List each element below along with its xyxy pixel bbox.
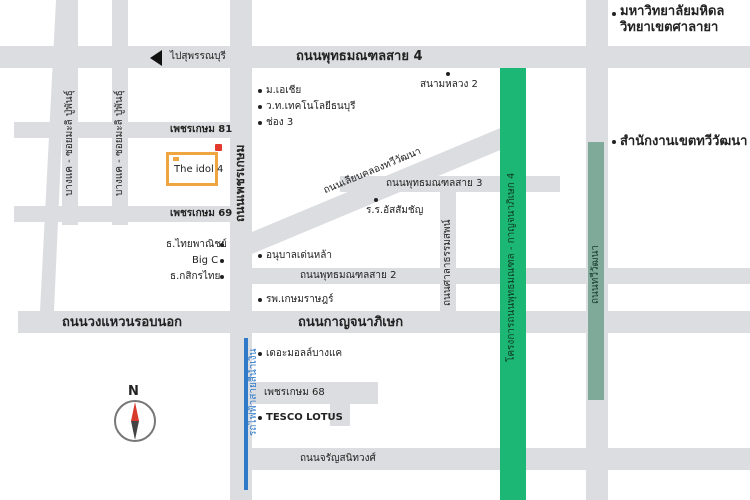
road-phetkasem-68 [252,382,378,404]
label-green-road: โครงการถนนพุทธมณฑล - กาญจนาภิเษก 4 [506,172,517,362]
dot-bigc [220,259,224,263]
project-label: The idol 4 [174,164,224,175]
project-pin-icon [215,144,222,151]
label-tesco: TESCO LOTUS [266,412,343,423]
compass-label: N [128,384,139,399]
label-bigc: Big C [192,255,219,266]
label-phetkasem-68: เพชรเกษม 68 [264,387,325,398]
dot-sanam-luang [446,72,450,76]
label-ch3: ช่อง 3 [266,117,294,128]
bullet-mahidol [612,12,616,16]
label-kindergarten: อนุบาลเด่นหล้า [266,250,333,261]
label-left-v2: บางแค - ซอยมะลิ ปู่พันธุ์ [114,90,125,196]
label-mahidol-1: มหาวิทยาลัยมหิดล [620,4,725,19]
label-phutthamonthon-3: ถนนพุทธมณฑลสาย 3 [386,178,483,189]
dot-hospital [258,298,262,302]
label-m-asia: ม.เอเชีย [266,85,302,96]
line-blue-rail [244,338,248,490]
road-left-v2 [112,0,128,225]
bullet-district-office [612,140,616,144]
road-sai-soi-v [440,176,456,326]
label-kasikorn2: ธ.กสิกรไทย [170,271,221,282]
dot-tech [258,105,262,109]
arrow-left-icon [150,50,162,66]
label-phetkasem-vertical: ถนนเพชรเกษม [233,144,247,222]
road-outer-ring-diagonal [40,0,68,311]
road-tesco-stub [330,402,350,426]
dot-rr-school [374,198,378,202]
label-kanchanaphisek: ถนนกาญจนาภิเษก [298,315,404,330]
project-icon [173,157,179,161]
road-teal [588,142,604,400]
dot-kasikorn [220,243,224,247]
label-sai-soi: ถนนศาลาธรรมสพน์ [442,219,453,306]
road-left-v1 [62,0,78,225]
label-tech: ว.ท.เทคโนโลยีธนบุรี [266,101,356,112]
project-marker: The idol 4 [166,152,223,186]
label-phutthamonthon-4: ถนนพุทธมณฑลสาย 4 [296,49,423,64]
dot-mall [258,352,262,356]
label-rr-school: ร.ร.อัสสัมชัญ [366,205,424,216]
road-phutthamonthon-4 [0,46,750,68]
label-teal-road: ถนนทวีวัฒนา [590,244,601,304]
label-blue-rail: รถไฟฟ้าสายสีน้ำเงิน [248,348,259,437]
compass-icon [114,400,156,442]
label-to-suphan: ไปสุพรรณบุรี [170,51,226,62]
dot-kindergarten [258,254,262,258]
dot-tesco [258,416,262,420]
label-outer-ring: ถนนวงแหวนรอบนอก [62,315,183,330]
dot-m-asia [258,89,262,93]
road-green-project [500,68,526,500]
label-hospital: รพ.เกษมราษฎร์ [266,294,334,305]
label-phetkasem-69: เพชรเกษม 69 [170,208,233,219]
label-mall: เดอะมอลล์บางแค [266,348,343,359]
label-sanam-luang: สนามหลวง 2 [420,79,478,90]
label-mahidol-2: วิทยาเขตศาลายา [620,20,719,35]
dot-kasikorn2 [220,275,224,279]
label-charansanitwong: ถนนจรัญสนิทวงศ์ [300,453,376,464]
label-kasikorn: ธ.ไทยพาณิชย์ [166,239,227,250]
label-phutthamonthon-2: ถนนพุทธมณฑลสาย 2 [300,270,397,281]
label-left-v1: บางแค - ซอยมะลิ ปู่พันธุ์ [64,90,75,196]
label-district-office: สำนักงานเขตทวีวัฒนา [620,134,748,149]
road-liab-khlong-diagonal [252,124,510,254]
dot-ch3 [258,121,262,125]
label-phetkasem-81: เพชรเกษม 81 [170,124,233,135]
road-kanchanaphisek [18,311,750,333]
